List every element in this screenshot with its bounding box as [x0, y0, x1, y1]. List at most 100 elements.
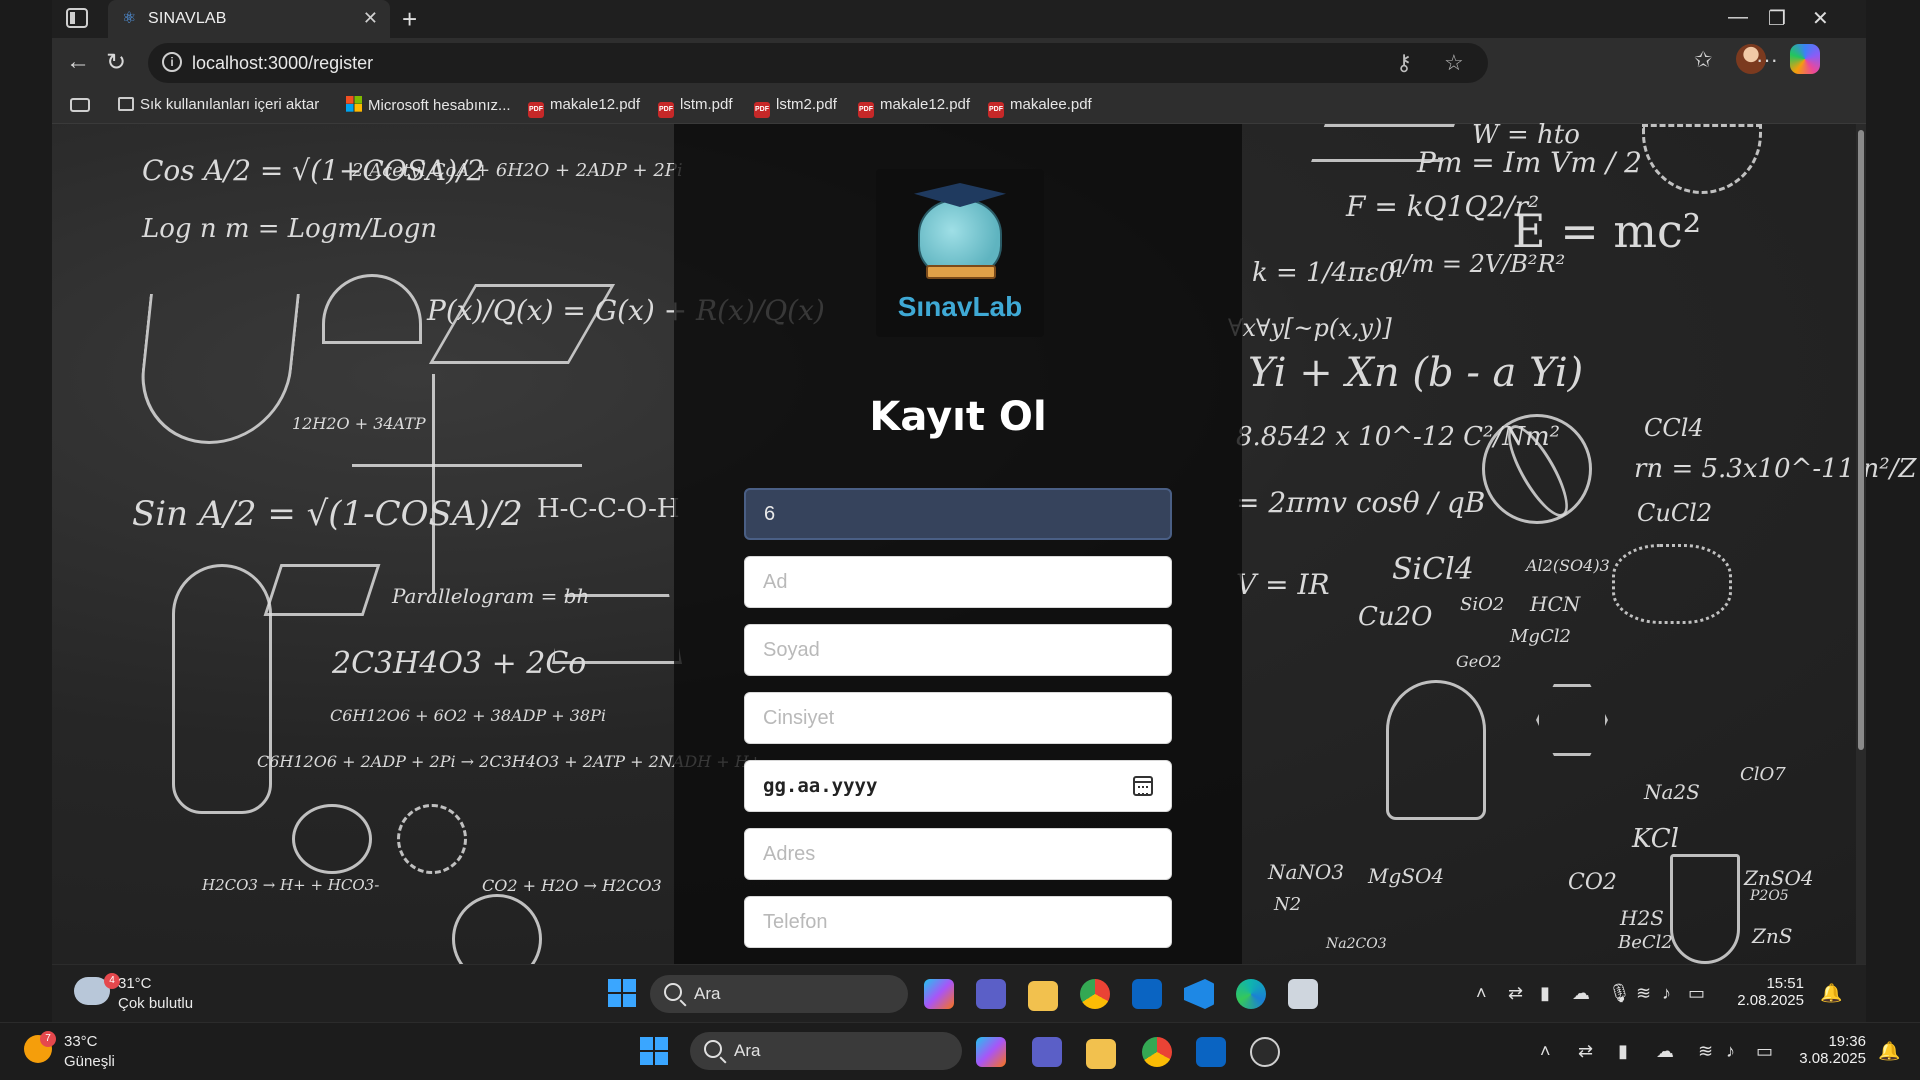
start-icon[interactable]	[640, 1037, 668, 1065]
address-toolbar: ← ↻ i localhost:3000/register ⚷ ☆ ✩ ···	[52, 38, 1866, 88]
favorite-star-icon[interactable]: ☆	[1444, 50, 1464, 75]
phone-input[interactable]	[745, 897, 1171, 947]
microphone-icon[interactable]: 🎙	[1608, 983, 1631, 1003]
first-name-input[interactable]	[745, 557, 1171, 607]
taskbar-search[interactable]: Ara	[650, 975, 908, 1013]
chrome-icon[interactable]	[1142, 1037, 1172, 1067]
page-scrollbar[interactable]	[1856, 124, 1866, 964]
file-explorer-icon[interactable]	[1028, 981, 1058, 1011]
vscode-icon[interactable]	[1184, 979, 1214, 1009]
gender-input[interactable]	[745, 693, 1171, 743]
chalk-formula: C6H12O6 + 6O2 + 38ADP + 38Pi	[330, 706, 606, 725]
favorites-icon[interactable]: ✩	[1694, 47, 1713, 72]
last-name-field[interactable]	[744, 624, 1172, 676]
calendar-icon[interactable]	[1133, 776, 1153, 796]
battery-icon[interactable]: ▭	[1756, 1041, 1774, 1061]
more-menu-icon[interactable]: ···	[1756, 47, 1778, 72]
key-icon[interactable]: ⚷	[1396, 50, 1413, 75]
close-tab-icon[interactable]: ✕	[362, 8, 378, 28]
profile-avatar[interactable]	[1736, 44, 1766, 74]
refresh-icon[interactable]: ↻	[106, 49, 127, 76]
axis-drawing	[432, 374, 435, 594]
back-icon[interactable]: ←	[66, 48, 90, 75]
birth-date-field[interactable]: gg.aa.yyyy	[744, 760, 1172, 812]
tab-sinavlab[interactable]: ⚛ SINAVLAB ✕	[108, 0, 390, 38]
teams-icon[interactable]	[976, 979, 1006, 1009]
clock-time: 19:36	[1828, 1033, 1866, 1050]
network-switch-icon[interactable]: ⇄	[1578, 1041, 1594, 1061]
chalk-formula: SiO2	[1460, 594, 1505, 615]
chalk-formula: H2CO3 → H+ + HCO3-	[202, 876, 380, 894]
chart-app-icon[interactable]: ▮	[1618, 1041, 1628, 1061]
battery-icon[interactable]: ▭	[1688, 983, 1706, 1003]
gender-field[interactable]	[744, 692, 1172, 744]
network-switch-icon[interactable]: ⇄	[1508, 983, 1524, 1003]
close-window-icon[interactable]: ✕	[1812, 8, 1829, 30]
wifi-icon[interactable]: ≋	[1636, 983, 1652, 1003]
notification-badge: 7	[40, 1031, 56, 1047]
register-page: Cos A/2 = √(1+COSA)/2 2 Acetyl CoA + 6H2…	[52, 120, 1917, 984]
bookmark-microsoft[interactable]: Microsoft hesabınız...	[346, 96, 511, 114]
file-explorer-icon[interactable]	[1086, 1039, 1116, 1069]
phone-field[interactable]	[744, 896, 1172, 948]
teams-icon[interactable]	[1032, 1037, 1062, 1067]
show-hidden-icons[interactable]: ˄	[1476, 983, 1487, 1003]
bookmark-label: lstm2.pdf	[776, 96, 837, 113]
last-name-input[interactable]	[745, 625, 1171, 675]
chalk-formula: CCl4	[1644, 414, 1704, 442]
notification-bell-icon[interactable]: 🔔	[1878, 1041, 1901, 1061]
minimize-icon[interactable]: —	[1728, 6, 1748, 28]
outlook-icon[interactable]	[1132, 979, 1162, 1009]
copilot-icon[interactable]	[1790, 44, 1820, 74]
start-icon[interactable]	[608, 979, 636, 1007]
volume-icon[interactable]: ♪	[1726, 1041, 1735, 1061]
taskbar-search[interactable]: Ara	[690, 1032, 962, 1070]
snipping-tool-icon[interactable]	[1288, 979, 1318, 1009]
first-name-field[interactable]	[744, 556, 1172, 608]
copilot-app-icon[interactable]	[976, 1037, 1006, 1067]
pdf-icon: PDF	[658, 102, 674, 118]
tc-number-input[interactable]	[746, 490, 1170, 538]
outlook-icon[interactable]	[1196, 1037, 1226, 1067]
volume-icon[interactable]: ♪	[1662, 983, 1671, 1003]
edge-icon[interactable]	[1236, 979, 1266, 1009]
wifi-icon[interactable]: ≋	[1698, 1041, 1714, 1061]
chalk-formula: GeO2	[1456, 652, 1502, 671]
search-label: Ara	[694, 984, 721, 1003]
chalk-formula: Log n m = Logm/Logn	[142, 214, 438, 244]
chalk-formula: Na2CO3	[1326, 936, 1387, 952]
bookmark-label: Sık kullanılanları içeri aktar	[140, 96, 320, 113]
chalk-formula: 12H2O + 34ATP	[292, 414, 426, 433]
new-tab-icon[interactable]: +	[402, 4, 418, 34]
clock[interactable]: 15:51 2.08.2025	[1724, 975, 1804, 1009]
tc-number-field[interactable]	[744, 488, 1172, 540]
copilot-app-icon[interactable]	[924, 979, 954, 1009]
chart-app-icon[interactable]: ▮	[1540, 983, 1550, 1003]
weather-desc: Güneşli	[64, 1053, 115, 1070]
address-input[interactable]	[745, 829, 1171, 879]
chrome-icon[interactable]	[1080, 979, 1110, 1009]
address-bar[interactable]: i localhost:3000/register ⚷ ☆	[148, 43, 1488, 83]
graduation-cap-icon	[914, 183, 1006, 207]
chalk-formula: HCN	[1530, 592, 1581, 616]
onedrive-icon[interactable]: ☁	[1572, 983, 1590, 1003]
tab-actions-icon[interactable]	[66, 8, 88, 28]
notification-bell-icon[interactable]: 🔔	[1820, 983, 1843, 1003]
clock[interactable]: 19:36 3.08.2025	[1790, 1033, 1866, 1067]
media-player-icon[interactable]	[1250, 1037, 1280, 1067]
onedrive-icon[interactable]: ☁	[1656, 1041, 1674, 1061]
reader-icon[interactable]	[70, 98, 90, 112]
bookmark-import[interactable]: Sık kullanılanları içeri aktar	[118, 96, 319, 113]
show-hidden-icons[interactable]: ˄	[1540, 1041, 1551, 1061]
restore-icon[interactable]: ❐	[1768, 8, 1786, 30]
tab-strip: ⚛ SINAVLAB ✕ + — ❐ ✕	[52, 0, 1866, 38]
chalk-formula: 2 Acetyl CoA + 6H2O + 2ADP + 2Pi	[352, 160, 683, 181]
address-field[interactable]	[744, 828, 1172, 880]
scrollbar-thumb[interactable]	[1858, 130, 1864, 750]
site-info-icon[interactable]: i	[162, 52, 182, 72]
